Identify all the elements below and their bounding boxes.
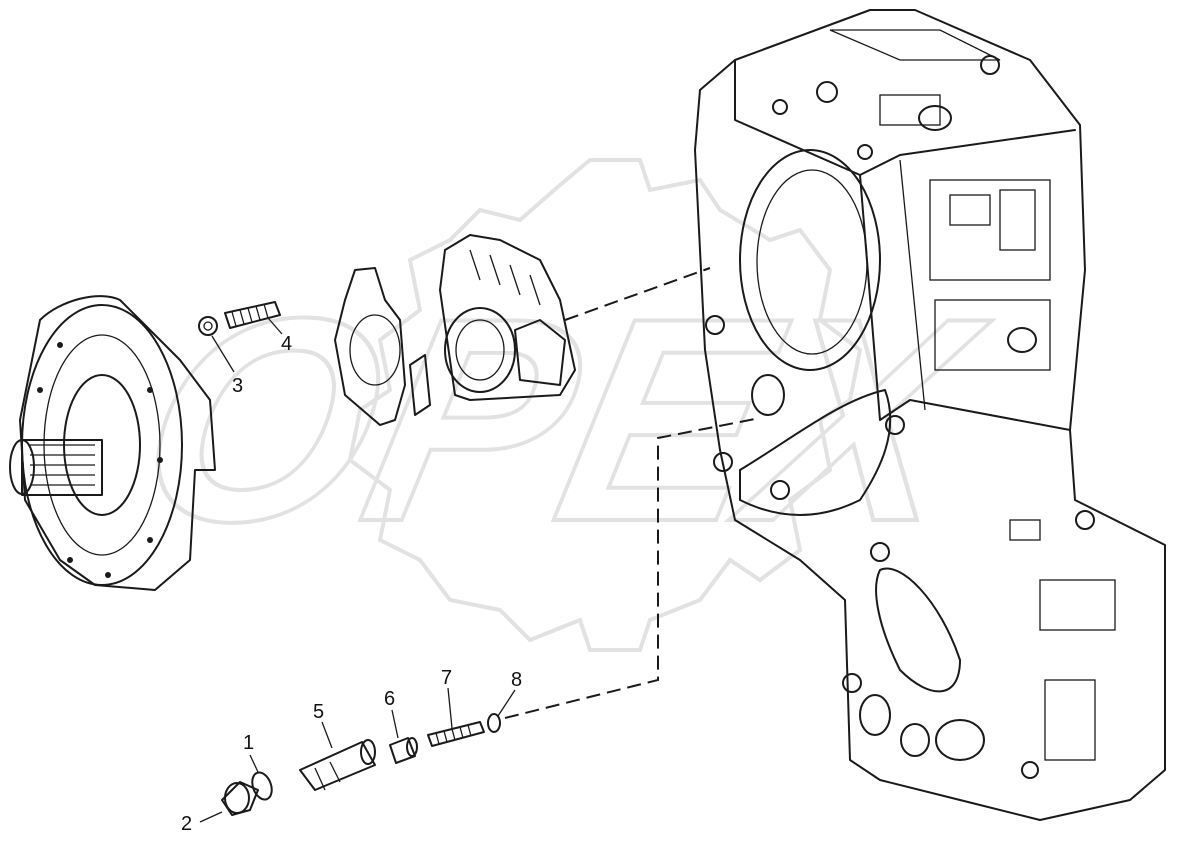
callout-5: 5	[313, 701, 324, 723]
callout-3: 3	[232, 375, 243, 397]
part-7-spring	[427, 721, 485, 747]
part-2-plug	[221, 781, 259, 816]
part-5-valve-spool	[299, 739, 376, 791]
callout-labels: 1 2 3 4 5 6 7 8	[181, 333, 522, 835]
leader-lines	[199, 317, 516, 823]
callout-4: 4	[281, 333, 292, 355]
transmission-housing	[694, 9, 1166, 821]
pump-body	[439, 234, 576, 401]
gasket-plate	[334, 267, 406, 426]
watermark-logo: OPEX	[114, 158, 1008, 652]
assembly-lines	[504, 267, 761, 719]
part-4-spring	[224, 301, 281, 329]
callout-8: 8	[511, 669, 522, 691]
converter-housing-flange	[9, 295, 216, 591]
callout-2: 2	[181, 813, 192, 835]
part-1-oring	[251, 771, 273, 801]
seal-ring	[409, 354, 431, 416]
part-6-sleeve	[389, 737, 418, 764]
callout-1: 1	[243, 732, 254, 754]
part-3-ring	[198, 316, 218, 336]
callout-7: 7	[441, 667, 452, 689]
part-8-washer	[487, 713, 501, 733]
callout-6: 6	[384, 688, 395, 710]
